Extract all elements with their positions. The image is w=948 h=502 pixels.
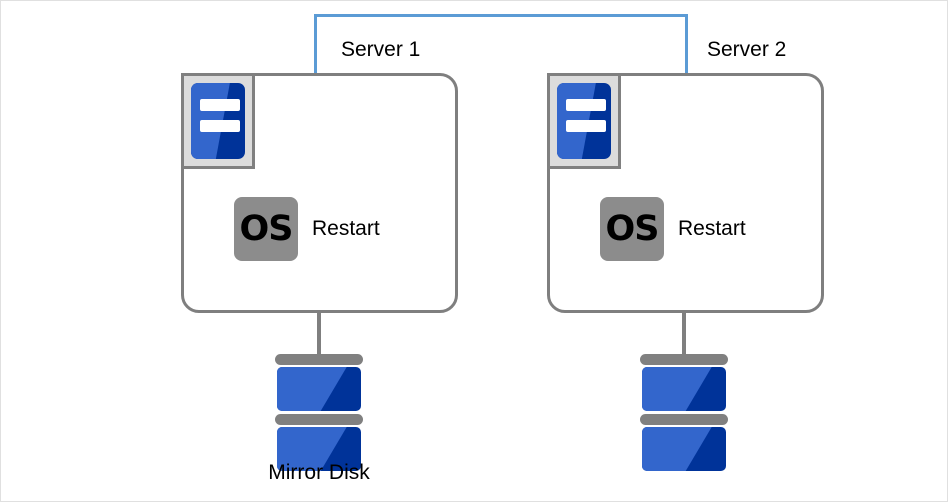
mirror-disk-icon-1: Mirror Disk	[268, 354, 370, 484]
disk-plate-top	[275, 354, 363, 365]
server-2-label: Server 2	[707, 38, 787, 61]
os-badge-icon: OS	[234, 197, 298, 261]
server-rack-icon-bar-2	[200, 120, 240, 132]
disk-body-lower	[642, 427, 726, 471]
disk-body-upper	[277, 367, 361, 411]
disk-body-lower	[277, 427, 361, 471]
server-node-1: Server 1 OS Restart	[181, 38, 458, 313]
os-badge-icon: OS	[600, 197, 664, 261]
server-1-os-status: OS Restart	[234, 197, 380, 261]
server-2-disk-connector	[682, 311, 686, 356]
disk-plate-middle	[640, 414, 728, 425]
server-1-disk-connector	[317, 311, 321, 356]
disk-plate-top	[640, 354, 728, 365]
server-rack-icon	[181, 73, 255, 169]
server-rack-icon-body	[557, 83, 611, 159]
mirror-disk-label: Mirror Disk	[268, 461, 370, 484]
server-1-label: Server 1	[341, 38, 421, 61]
server-rack-icon-bar-1	[200, 99, 240, 111]
server-rack-icon-bar-1	[566, 99, 606, 111]
server-rack-icon	[547, 73, 621, 169]
mirror-disk-icon-2	[640, 354, 728, 471]
server-node-2: Server 2 OS Restart	[547, 38, 824, 313]
server-2-status-label: Restart	[678, 217, 746, 240]
server-rack-icon-bar-2	[566, 120, 606, 132]
disk-plate-middle	[275, 414, 363, 425]
server-rack-icon-body	[191, 83, 245, 159]
server-2-os-status: OS Restart	[600, 197, 746, 261]
server-1-status-label: Restart	[312, 217, 380, 240]
disk-body-upper	[642, 367, 726, 411]
